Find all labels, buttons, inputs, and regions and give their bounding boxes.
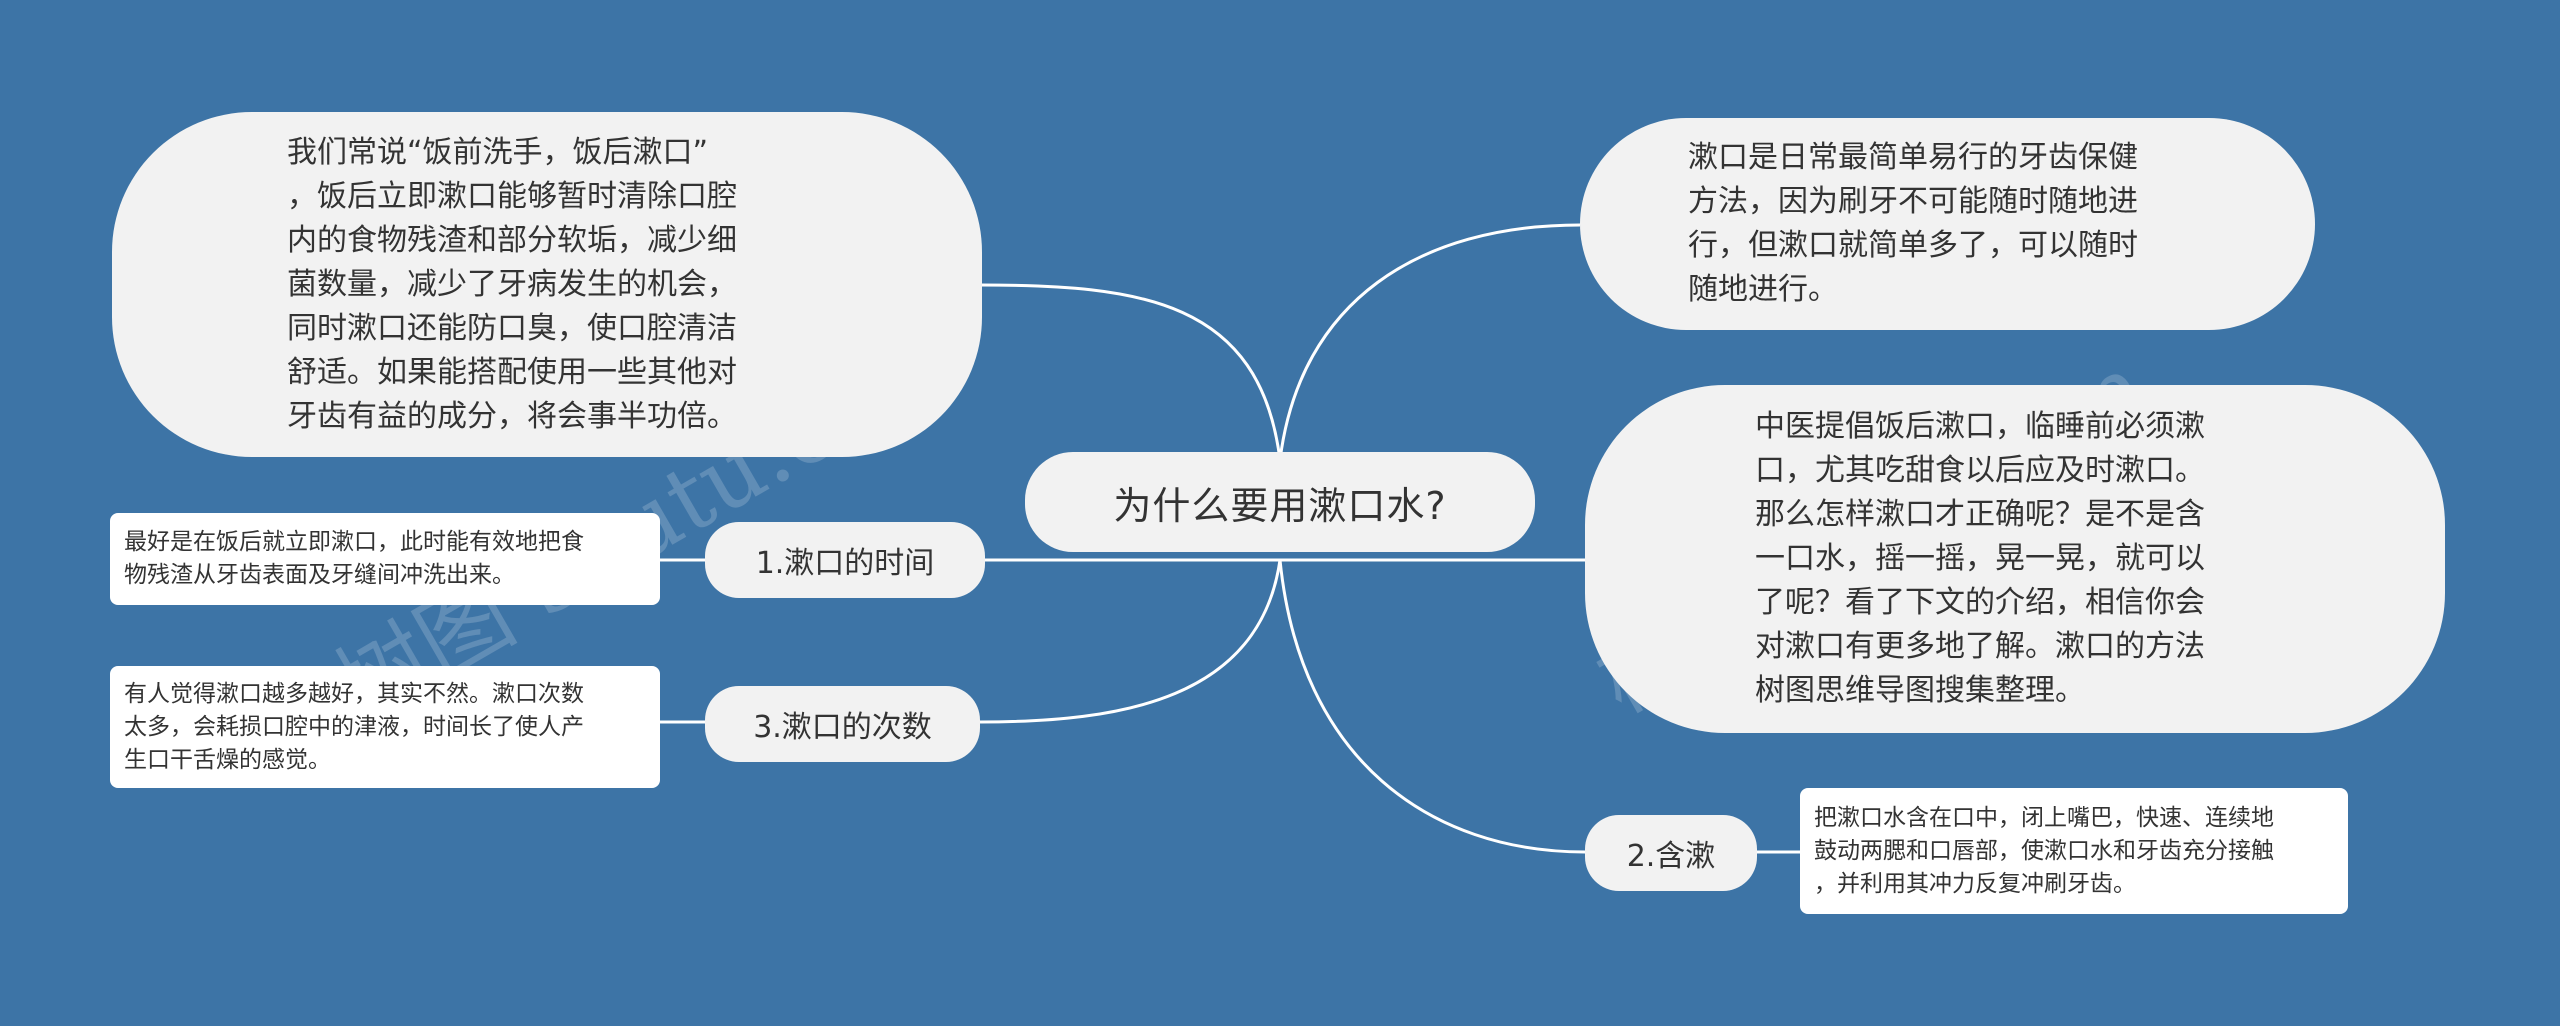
- topic-time-label: 1.漱口的时间: [755, 546, 935, 581]
- rinse-detail-text: 把漱口水含在口中，闭上嘴巴，快速、连续地 鼓动两腮和口唇部，使漱口水和牙齿充分接…: [1814, 804, 2274, 897]
- connector-count: [979, 559, 1282, 724]
- topic-rinse[interactable]: 2.含漱: [1585, 815, 1757, 891]
- right-middle-bubble[interactable]: 中医提倡饭后漱口，临睡前必须漱 口，尤其吃甜食以后应及时漱口。 那么怎样漱口才正…: [1585, 385, 2445, 733]
- connector-rinse: [1278, 559, 1586, 854]
- connector-right-top: [1278, 223, 1581, 461]
- connector-intro: [979, 283, 1282, 461]
- intro-text: 我们常说“饭前洗手，饭后漱口” ，饭后立即漱口能够暂时清除口腔 内的食物残渣和部…: [287, 134, 737, 434]
- intro-bubble[interactable]: 我们常说“饭前洗手，饭后漱口” ，饭后立即漱口能够暂时清除口腔 内的食物残渣和部…: [112, 112, 982, 457]
- topic-count[interactable]: 3.漱口的次数: [705, 686, 980, 762]
- topic-time[interactable]: 1.漱口的时间: [705, 522, 985, 598]
- time-detail-card: 最好是在饭后就立即漱口，此时能有效地把食 物残渣从牙齿表面及牙缝间冲洗出来。: [110, 513, 660, 605]
- count-detail-card: 有人觉得漱口越多越好，其实不然。漱口次数 太多，会耗损口腔中的津液，时间长了使人…: [110, 666, 660, 788]
- rinse-detail-card: 把漱口水含在口中，闭上嘴巴，快速、连续地 鼓动两腮和口唇部，使漱口水和牙齿充分接…: [1800, 788, 2348, 914]
- root-topic[interactable]: 为什么要用漱口水?: [1025, 452, 1535, 552]
- right-top-bubble[interactable]: 漱口是日常最简单易行的牙齿保健 方法，因为刷牙不可能随时随地进 行，但漱口就简单…: [1580, 118, 2315, 330]
- right-top-text: 漱口是日常最简单易行的牙齿保健 方法，因为刷牙不可能随时随地进 行，但漱口就简单…: [1688, 140, 2138, 307]
- time-detail-text: 最好是在饭后就立即漱口，此时能有效地把食 物残渣从牙齿表面及牙缝间冲洗出来。: [124, 529, 584, 588]
- topic-count-label: 3.漱口的次数: [753, 710, 932, 745]
- topic-rinse-label: 2.含漱: [1626, 839, 1716, 874]
- count-detail-text: 有人觉得漱口越多越好，其实不然。漱口次数 太多，会耗损口腔中的津液，时间长了使人…: [124, 680, 584, 773]
- root-topic-label: 为什么要用漱口水?: [1113, 483, 1447, 528]
- right-middle-text: 中医提倡饭后漱口，临睡前必须漱 口，尤其吃甜食以后应及时漱口。 那么怎样漱口才正…: [1755, 409, 2205, 708]
